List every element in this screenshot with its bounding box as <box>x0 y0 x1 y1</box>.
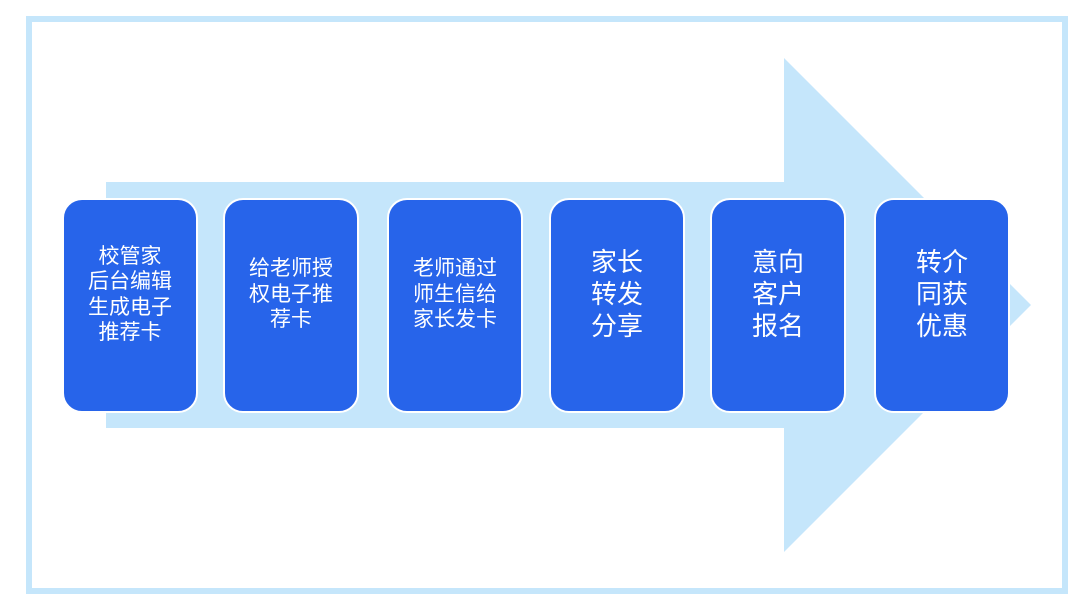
step-2-box: 给老师授 权电子推 荐卡 <box>223 198 359 413</box>
step-3-label: 老师通过 师生信给 家长发卡 <box>413 256 497 332</box>
step-4-label: 家长 转发 分享 <box>590 247 643 342</box>
step-5-box: 意向 客户 报名 <box>710 198 846 413</box>
step-1-label: 校管家 后台编辑 生成电子 推荐卡 <box>88 243 172 345</box>
step-3-box: 老师通过 师生信给 家长发卡 <box>387 198 523 413</box>
step-5-label: 意向 客户 报名 <box>751 247 804 342</box>
step-2-label: 给老师授 权电子推 荐卡 <box>249 256 333 332</box>
step-6-box: 转介 同获 优惠 <box>874 198 1010 413</box>
step-6-label: 转介 同获 优惠 <box>915 247 968 342</box>
step-4-box: 家长 转发 分享 <box>549 198 685 413</box>
step-1-box: 校管家 后台编辑 生成电子 推荐卡 <box>62 198 198 413</box>
